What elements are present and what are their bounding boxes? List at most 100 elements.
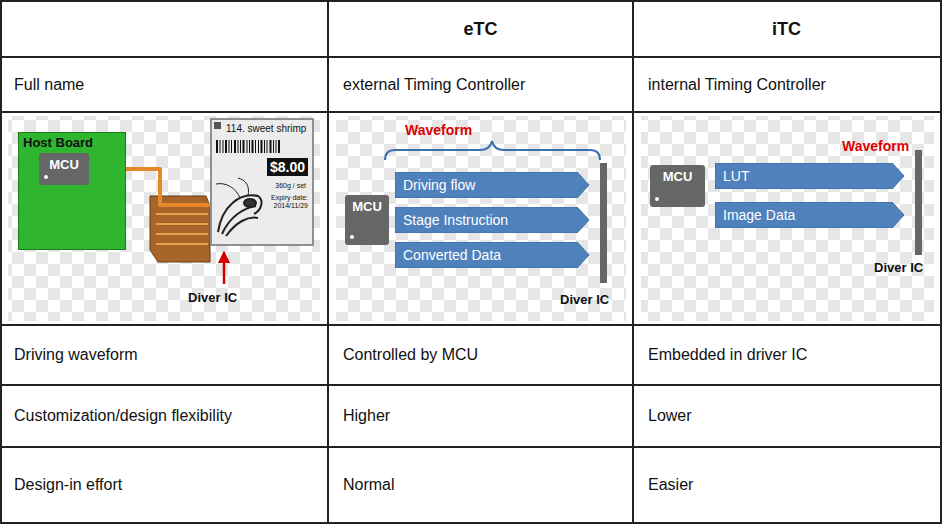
table-cell: Lower [648, 404, 933, 428]
barcode-bar [223, 140, 224, 153]
row-header: Driving waveform [14, 343, 314, 367]
arrow-shape [715, 202, 904, 228]
column-header: eTC [328, 17, 633, 41]
row-rule [1, 56, 941, 58]
arrow-shape [395, 172, 589, 198]
screen-corner-mark [214, 122, 221, 129]
signal-arrow: Image Data [715, 202, 905, 228]
label-text: 360g / set [275, 182, 306, 190]
chip-dot [655, 197, 659, 201]
label-text: Expiry date: 2014/11/29 [260, 194, 308, 210]
barcode-bar [267, 140, 268, 153]
row-rule [1, 324, 941, 326]
barcode-bar [247, 140, 248, 153]
screen-fill [210, 118, 314, 246]
chip-label: MCU [49, 153, 79, 172]
column-header: iTC [633, 17, 940, 41]
driver-ic-bar [600, 163, 607, 283]
barcode-bar [234, 140, 236, 153]
column-rule [632, 1, 634, 523]
mcu-chip: MCU [39, 153, 89, 185]
board-heading: Host Board [19, 133, 125, 152]
host-board: Host BoardMCU [18, 132, 126, 250]
row-header: Customization/design flexibility [14, 404, 324, 428]
shrimp-body [222, 206, 256, 234]
label-text: $8.00 [267, 158, 308, 176]
shrimp-feeler [238, 178, 249, 196]
table-cell: Easier [648, 473, 933, 497]
table-cell: Embedded in driver IC [648, 343, 933, 367]
row-header: Full name [14, 73, 314, 97]
row-header: Design-in effort [14, 473, 314, 497]
chip-dot [350, 235, 354, 239]
arrow-label: LUT [715, 168, 749, 184]
brace [385, 141, 600, 160]
chip-label: MCU [663, 165, 693, 184]
pointer-arrow [223, 252, 226, 284]
table-cell: Normal [343, 473, 628, 497]
barcode-bar [231, 140, 232, 153]
arrow-shape [395, 207, 589, 233]
shrimp-body [218, 195, 261, 232]
signal-arrow: Driving flow [395, 172, 590, 198]
signal-arrow: Stage Instruction [395, 207, 590, 233]
fpc-traces [156, 214, 208, 244]
driver-ic-bar [915, 150, 922, 255]
part-name: Diver IC [560, 288, 622, 312]
shrimp-picture [216, 178, 261, 236]
chip-dot [44, 175, 48, 179]
arrow-label: Stage Instruction [395, 212, 508, 228]
barcode-bar [229, 140, 230, 153]
barcode-bar [276, 140, 277, 153]
barcode-bar [216, 140, 218, 153]
table-cell: internal Timing Controller [648, 73, 933, 97]
signal-arrow: LUT [715, 163, 905, 189]
mcu-chip: MCU [650, 165, 705, 207]
column-rule [327, 1, 329, 523]
epaper-display: 114. sweet shrimp $8.00 360g / setExpiry d… [210, 118, 314, 246]
barcode-bar [225, 140, 227, 153]
arrow-shape [395, 242, 589, 268]
barcode-bar [258, 140, 259, 153]
shrimp-body [226, 218, 258, 236]
shrimp-head [244, 199, 256, 207]
arrow-shape [715, 163, 904, 189]
mcu-chip: MCU [345, 195, 389, 245]
barcode-bar [255, 140, 256, 153]
arrow-label: Driving flow [395, 177, 475, 193]
barcode-bar [240, 140, 241, 153]
row-rule [1, 446, 941, 448]
barcode [216, 140, 280, 153]
barcode-bar [238, 140, 239, 153]
barcode-bar [252, 140, 254, 153]
label-text: 114. sweet shrimp [226, 123, 306, 135]
barcode-bar [261, 140, 263, 153]
table-cell: Controlled by MCU [343, 343, 628, 367]
chip-label: MCU [352, 195, 382, 214]
barcode-bar [273, 140, 274, 153]
barcode-bar [278, 140, 280, 153]
transparency-ground [336, 116, 626, 321]
arrow-label: Converted Data [395, 247, 501, 263]
barcode-bar [264, 140, 265, 153]
part-name: Diver IC [874, 256, 936, 280]
part-name: Diver IC [188, 286, 268, 310]
row-rule [1, 384, 941, 386]
row-rule [1, 111, 941, 113]
waveform-label: Waveform [405, 118, 485, 142]
barcode-bar [270, 140, 272, 153]
signal-arrow: Converted Data [395, 242, 590, 268]
barcode-bar [243, 140, 245, 153]
table-cell: external Timing Controller [343, 73, 628, 97]
arrow-label: Image Data [715, 207, 795, 223]
table-cell: Higher [343, 404, 628, 428]
transparency-ground [641, 116, 934, 321]
waveform-label: Waveform [842, 134, 912, 158]
transparency-ground [8, 116, 320, 321]
shrimp-feeler [216, 184, 240, 198]
barcode-bar [220, 140, 221, 153]
barcode-bar [249, 140, 250, 153]
